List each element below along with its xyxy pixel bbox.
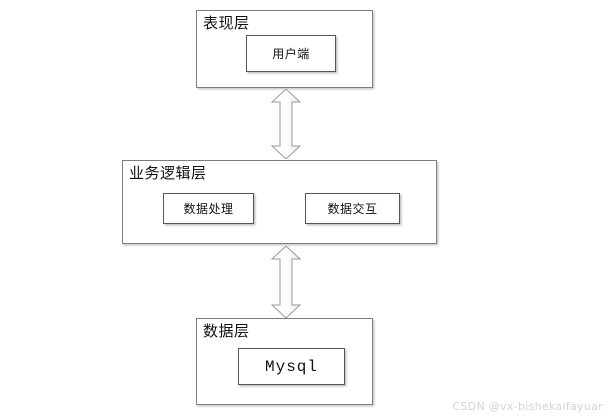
node-box-data-interaction: 数据交互 xyxy=(305,193,400,224)
layer-box-presentation: 表现层 xyxy=(196,10,373,88)
node-box-mysql: Mysql xyxy=(238,348,345,385)
layer-title-business: 业务逻辑层 xyxy=(129,166,207,182)
layer-title-data: 数据层 xyxy=(203,324,250,340)
double-arrow-business-data xyxy=(271,246,301,318)
layer-title-presentation: 表现层 xyxy=(203,16,250,32)
node-box-data-processing: 数据处理 xyxy=(163,193,254,224)
node-box-client: 用户端 xyxy=(246,35,336,72)
watermark-text: CSDN @vx-bishekaifayuar xyxy=(452,400,603,413)
node-label-mysql: Mysql xyxy=(264,357,318,376)
node-label-data-interaction: 数据交互 xyxy=(327,201,378,216)
node-label-data-processing: 数据处理 xyxy=(183,201,234,216)
node-label-client: 用户端 xyxy=(272,46,310,61)
double-arrow-presentation-business xyxy=(271,89,301,159)
